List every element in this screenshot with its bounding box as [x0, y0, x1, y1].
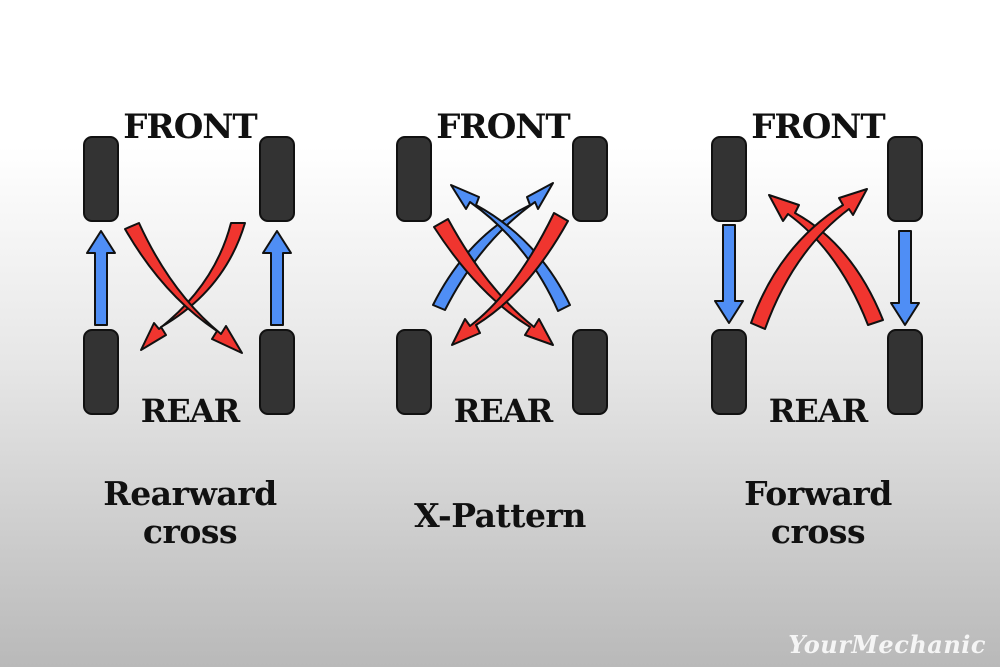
- watermark-logo: YourMechanic: [788, 630, 986, 659]
- diagram-forward-cross: FRONT REAR: [703, 105, 933, 435]
- caption-forward-cross: Forward cross: [688, 475, 948, 551]
- tire-front-left: [711, 136, 747, 222]
- caption-line: cross: [142, 512, 238, 551]
- rear-label: REAR: [453, 392, 553, 430]
- caption-line: cross: [770, 512, 866, 551]
- tire-front-right: [572, 136, 608, 222]
- blue-arrow-right-down: [890, 230, 920, 326]
- tire-rear-right: [259, 329, 295, 415]
- front-label: FRONT: [123, 107, 257, 147]
- tire-rear-right: [887, 329, 923, 415]
- red-arrow-front-left-to-rear-right: [433, 218, 554, 346]
- tire-rear-left: [83, 329, 119, 415]
- front-label: FRONT: [436, 107, 570, 147]
- blue-arrow-right-up: [262, 230, 292, 326]
- tire-front-right: [887, 136, 923, 222]
- front-label: FRONT: [751, 107, 885, 147]
- caption-line: Forward: [744, 474, 892, 513]
- blue-arrow-left-down: [714, 224, 744, 324]
- tire-front-right: [259, 136, 295, 222]
- rearward-cross-graphic: [83, 136, 295, 415]
- x-pattern-graphic: [396, 136, 608, 415]
- red-arrow-front-right-to-rear-left: [451, 212, 569, 346]
- diagram-x-pattern: FRONT REAR: [388, 105, 618, 435]
- red-arrow-left-to-right: [124, 222, 243, 354]
- tire-front-left: [83, 136, 119, 222]
- diagram-rearward-cross: FRONT REAR: [75, 105, 305, 435]
- tire-rear-right: [572, 329, 608, 415]
- caption-rearward-cross: Rearward cross: [60, 475, 320, 551]
- red-arrow-right-to-left: [140, 222, 246, 351]
- forward-cross-graphic: [711, 136, 923, 415]
- tire-rear-left: [711, 329, 747, 415]
- red-arrow-rear-right-to-front-left: [768, 194, 884, 326]
- rear-label: REAR: [768, 392, 868, 430]
- red-arrow-rear-left-to-front-right: [750, 188, 868, 330]
- blue-arrow-left-up: [86, 230, 116, 326]
- caption-line: Rearward: [103, 474, 277, 513]
- tire-front-left: [396, 136, 432, 222]
- caption-x-pattern: X-Pattern: [370, 497, 630, 535]
- caption-line: X-Pattern: [414, 496, 586, 535]
- rear-label: REAR: [140, 392, 240, 430]
- tire-rear-left: [396, 329, 432, 415]
